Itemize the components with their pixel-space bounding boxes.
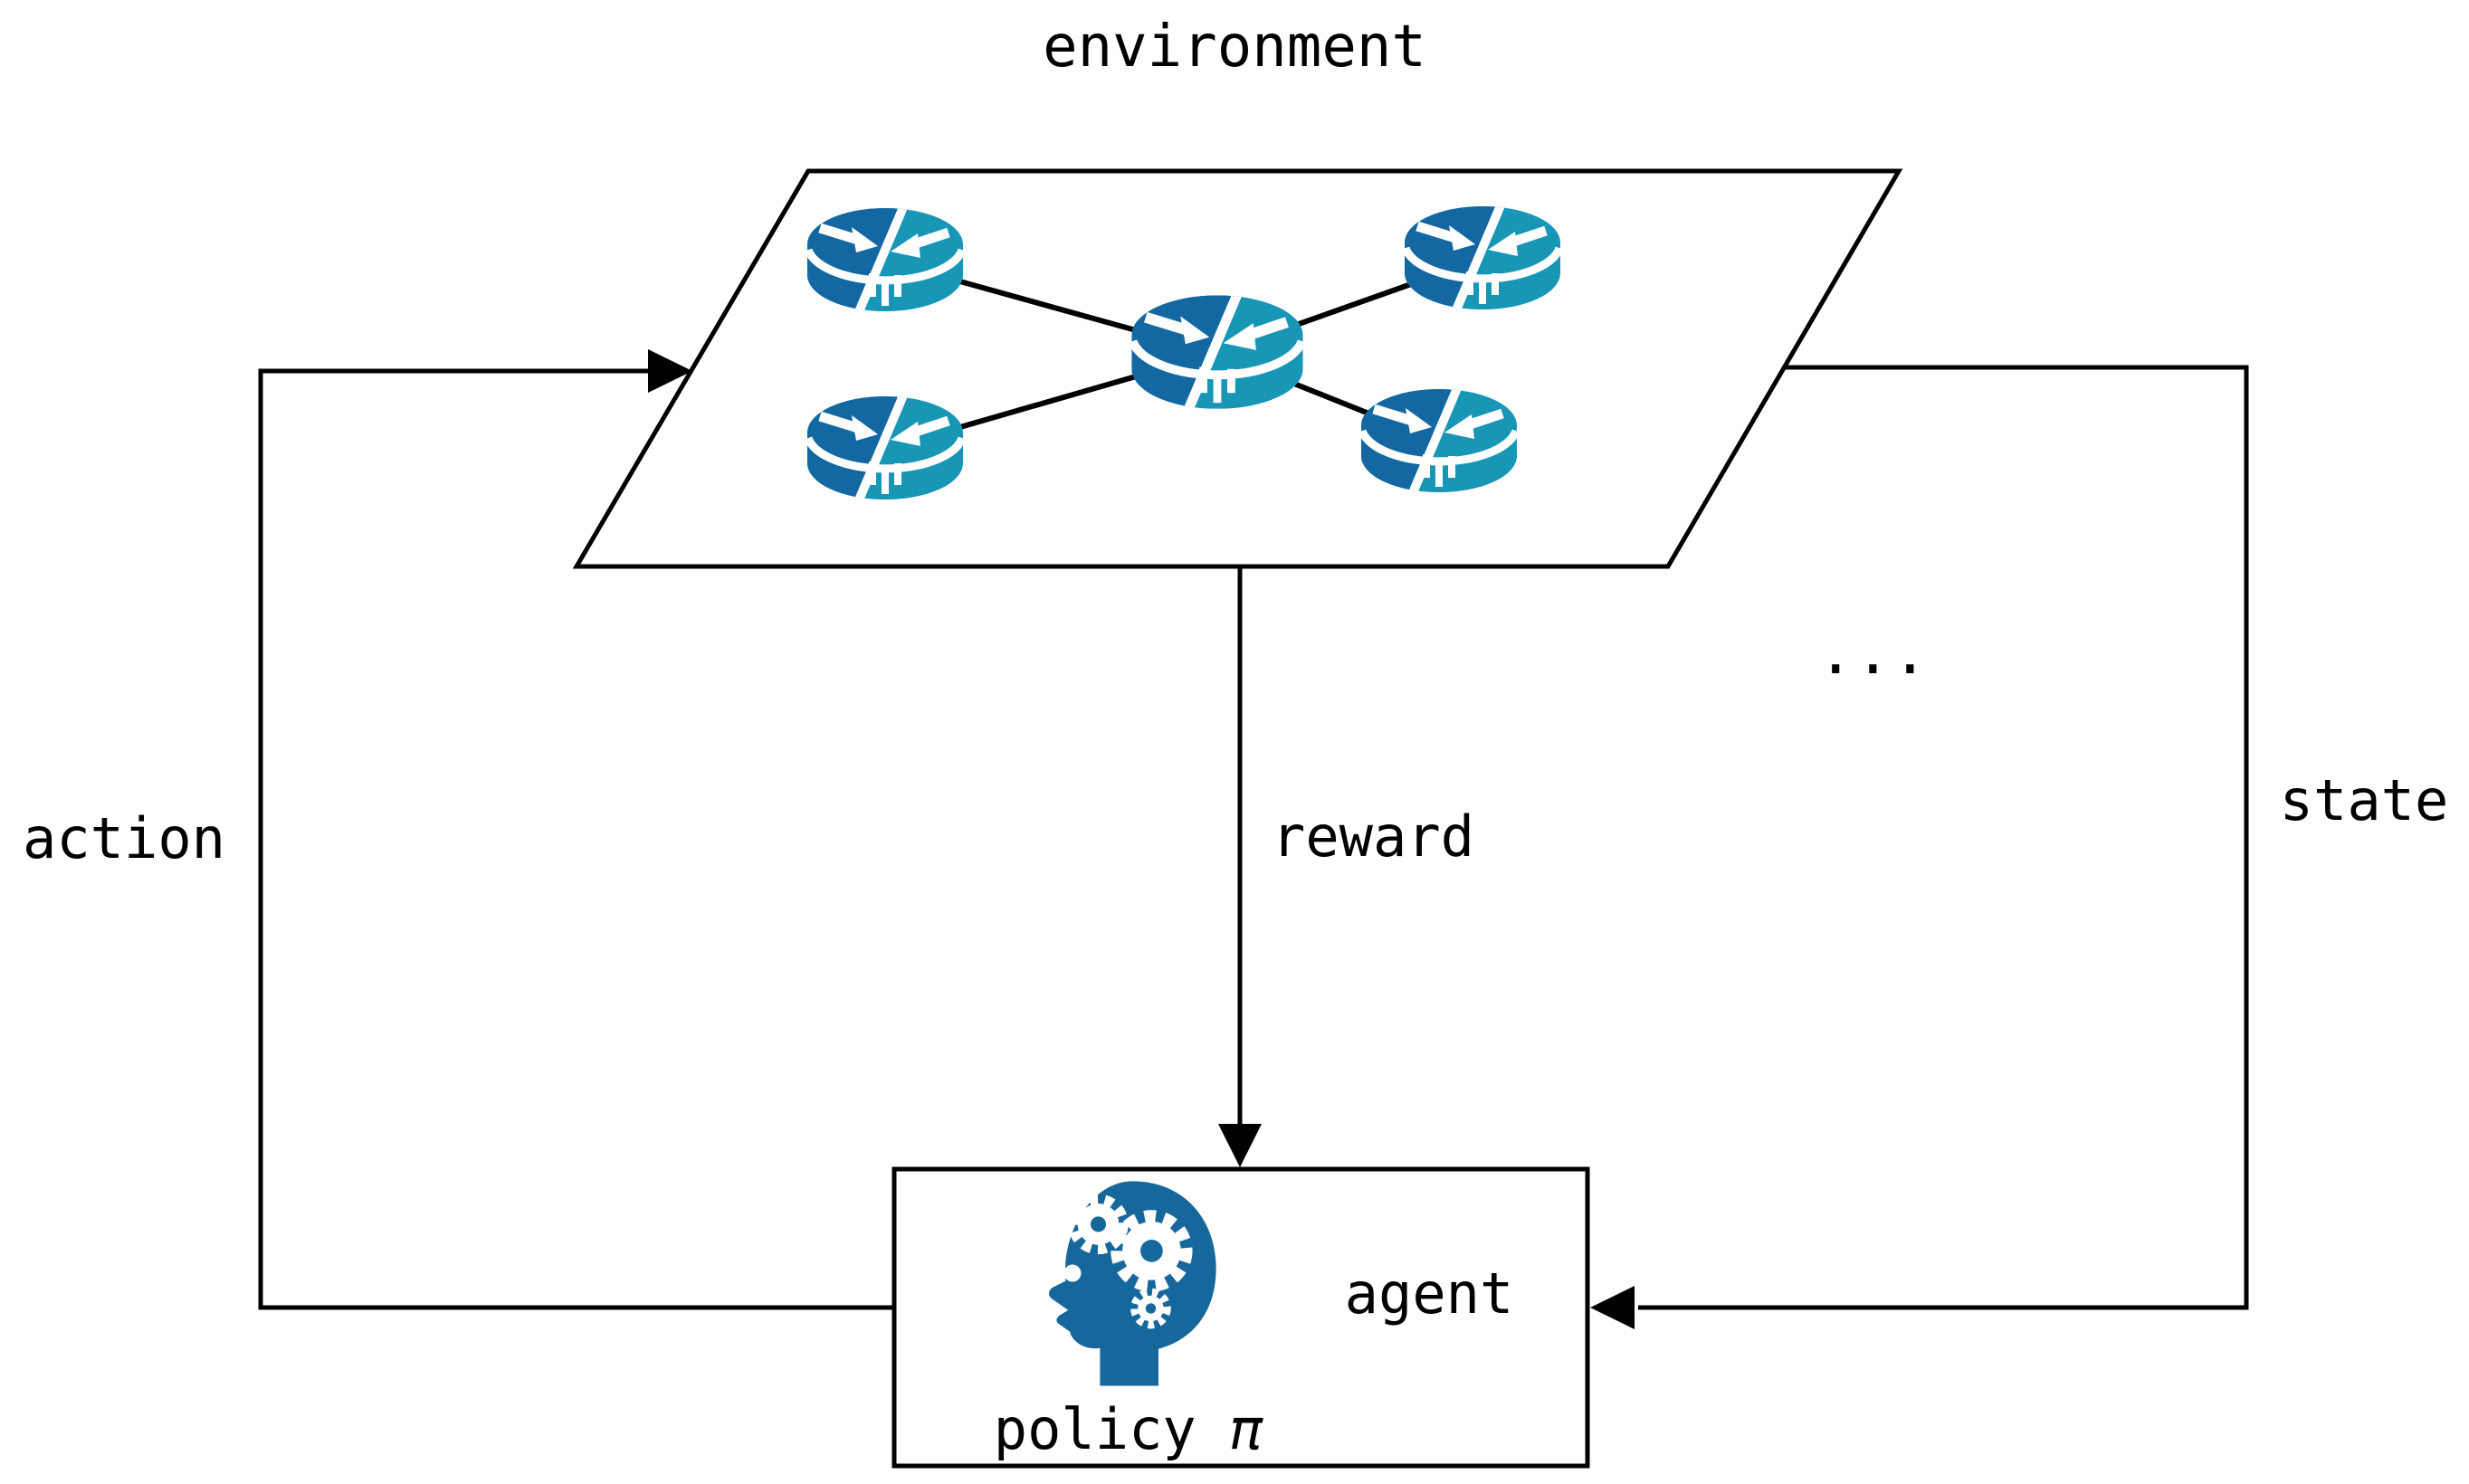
gear-medium-teeth bbox=[1068, 1194, 1129, 1255]
policy-word: policy bbox=[993, 1396, 1196, 1462]
gear-small-hole bbox=[1145, 1303, 1157, 1314]
state-arrow-line bbox=[1638, 365, 2249, 1310]
state-arrowhead bbox=[1590, 1286, 1635, 1329]
action-arrow-line bbox=[258, 368, 894, 1310]
agent-label: agent bbox=[1344, 1260, 1514, 1327]
ellipsis-label: ... bbox=[1817, 618, 1930, 688]
gear-small-teeth bbox=[1130, 1288, 1171, 1329]
gear-medium-hole bbox=[1090, 1216, 1107, 1232]
environment-label: environment bbox=[1043, 14, 1426, 81]
head-with-gears-icon bbox=[1048, 1181, 1216, 1386]
state-label: state bbox=[2279, 767, 2449, 833]
action-label: action bbox=[23, 805, 225, 871]
reward-arrowhead bbox=[1218, 1124, 1262, 1167]
gears bbox=[1063, 1194, 1193, 1329]
gear-large-hole bbox=[1140, 1240, 1163, 1262]
reward-label: reward bbox=[1272, 804, 1474, 870]
action-arrowhead bbox=[648, 349, 692, 393]
agent-box bbox=[891, 1166, 1590, 1469]
gear-large-teeth bbox=[1111, 1210, 1193, 1292]
head-dot bbox=[1063, 1264, 1082, 1282]
policy-pi-symbol: π bbox=[1229, 1396, 1264, 1462]
